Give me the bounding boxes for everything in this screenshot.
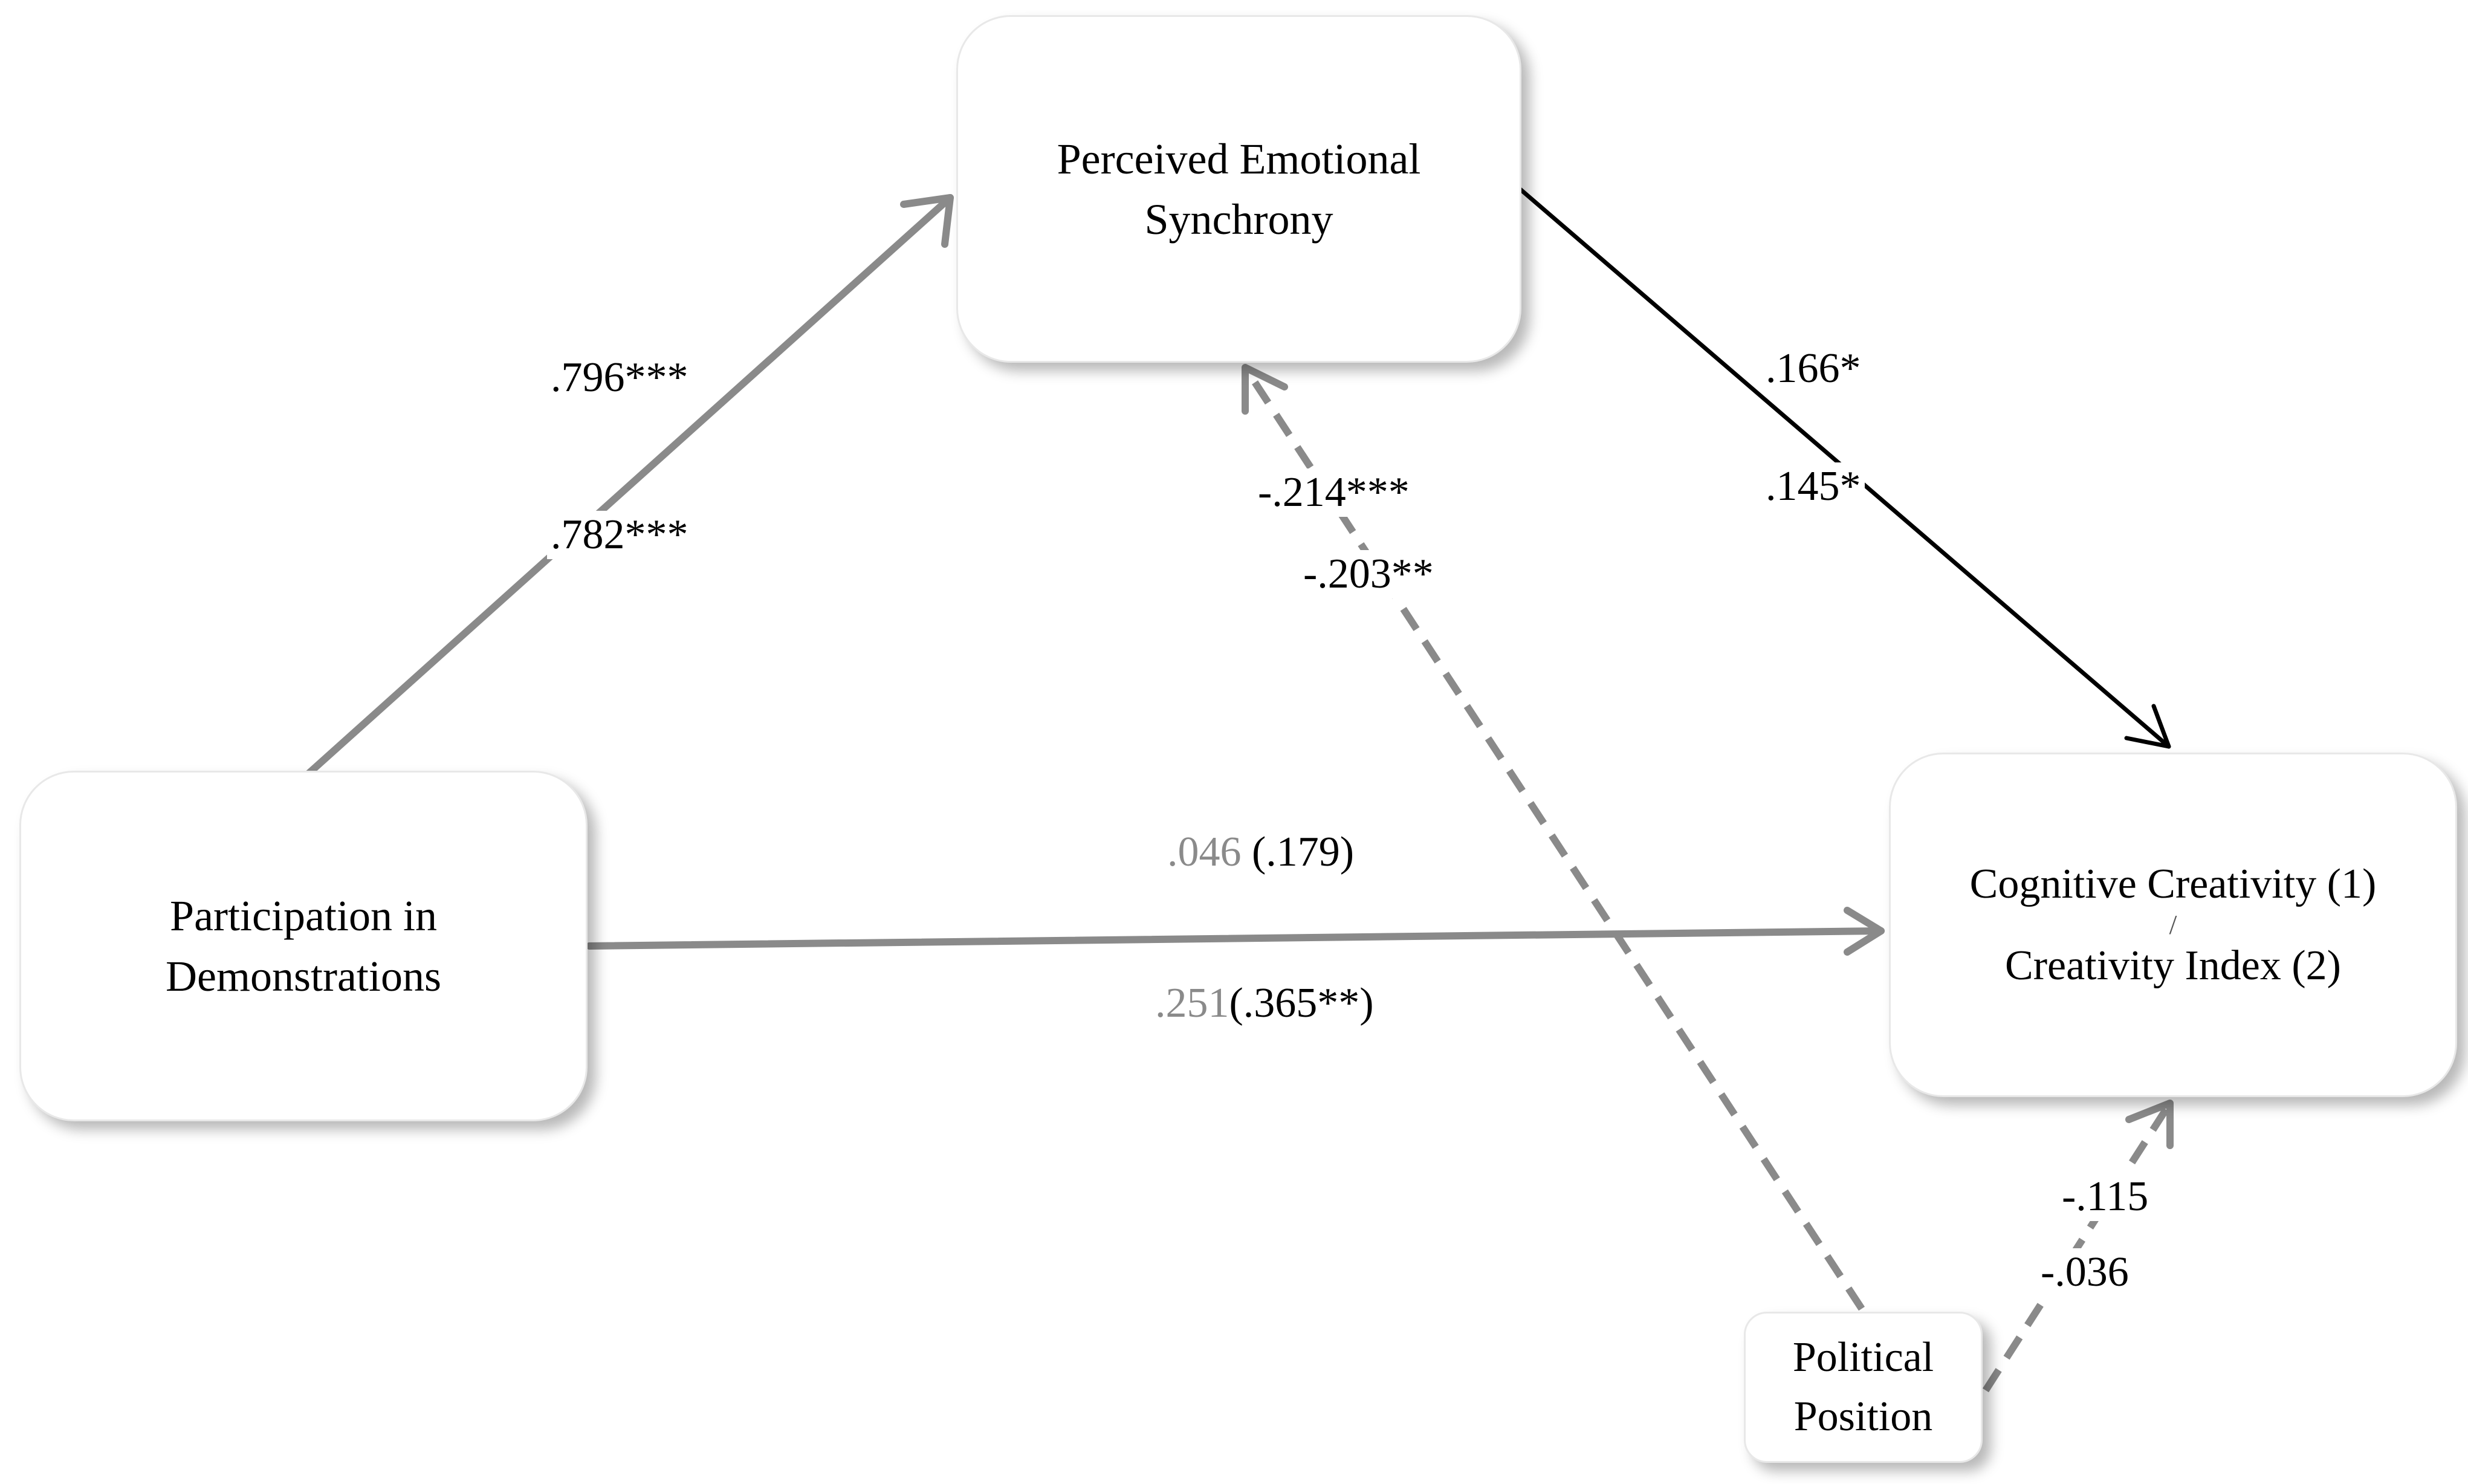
node-label-line: Participation in (170, 892, 437, 940)
arrowhead-participation-to-creativity (1844, 907, 1885, 956)
node-participation-in-demonstrations: Participation in Demonstrations (19, 771, 588, 1121)
coef-participation-to-synchrony-1: .796*** (547, 354, 692, 402)
node-label-line: Political (1792, 1334, 1934, 1381)
coef-participation-to-creativity-1: .046 (.179) (1164, 828, 1358, 876)
node-perceived-emotional-synchrony: Perceived Emotional Synchrony (956, 15, 1521, 363)
arrowhead-political-to-synchrony (1242, 364, 1288, 415)
node-label-line: Position (1793, 1393, 1933, 1440)
coef-participation-to-synchrony-2: .782*** (547, 511, 692, 559)
coef-total-value: (.365**) (1229, 980, 1374, 1026)
arrowhead-participation-to-synchrony (900, 194, 954, 248)
coef-direct-value: .046 (1167, 829, 1242, 875)
node-label-divider: / (2169, 909, 2177, 940)
coef-political-to-creativity-1: -.115 (2058, 1173, 2152, 1221)
node-label-line: Perceived Emotional (1057, 134, 1421, 183)
coef-direct-value: .251 (1155, 980, 1229, 1026)
node-label-line: Synchrony (1144, 195, 1333, 244)
arrow-participation-to-synchrony (305, 194, 954, 777)
node-label-line: Demonstrations (166, 952, 441, 1000)
coef-synchrony-to-creativity-2: .145* (1762, 462, 1865, 511)
node-political-position: Political Position (1744, 1312, 1983, 1463)
arrow-political-to-synchrony (1242, 365, 1865, 1311)
coef-political-to-synchrony-2: -.203** (1300, 550, 1437, 598)
coef-political-to-synchrony-1: -.214*** (1254, 468, 1413, 517)
arrowhead-political-to-creativity (2125, 1100, 2174, 1149)
arrow-participation-to-creativity (586, 927, 1885, 950)
arrowhead-synchrony-to-creativity (2124, 704, 2171, 749)
coef-political-to-creativity-2: -.036 (2037, 1248, 2133, 1297)
node-label-line: Cognitive Creativity (1) (1969, 861, 2377, 907)
arrow-political-to-creativity (1982, 1101, 2174, 1393)
coef-total-value: (.179) (1252, 829, 1355, 875)
coef-synchrony-to-creativity-1: .166* (1762, 345, 1865, 393)
coef-participation-to-creativity-2: .251(.365**) (1151, 979, 1378, 1028)
node-cognitive-creativity: Cognitive Creativity (1) / Creativity In… (1889, 753, 2457, 1097)
node-label-line: Creativity Index (2) (2005, 942, 2341, 989)
